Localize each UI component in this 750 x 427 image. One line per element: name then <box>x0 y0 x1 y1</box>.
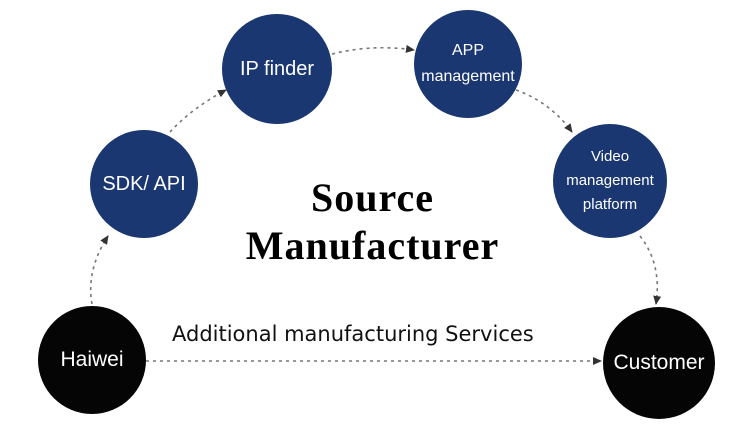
node-sdk-api-label: SDK/ API <box>102 172 186 195</box>
arrow-sdk-to-ip <box>169 89 227 133</box>
node-sdk-api: SDK/ API <box>90 130 198 238</box>
node-app-management-line-1: APP <box>451 42 484 59</box>
node-customer: Customer <box>603 307 715 419</box>
node-ip-finder-label: IP finder <box>239 57 315 80</box>
node-haiwei-label: Haiwei <box>60 348 124 371</box>
diagram-title: Source Manufacturer <box>195 174 550 270</box>
additional-services-label: Additional manufacturing Services <box>172 322 534 346</box>
arrow-app-to-video <box>515 89 573 133</box>
node-ip-finder: IP finder <box>222 14 332 124</box>
arrow-haiwei-to-sdk <box>89 235 109 305</box>
node-app-management: APP management <box>414 10 522 118</box>
node-video-line-3: platform <box>582 196 638 213</box>
node-app-management-line-2: management <box>421 68 515 85</box>
node-video-management-platform: Video management platform <box>553 124 667 238</box>
node-video-line-1: Video <box>590 148 630 165</box>
arrow-video-to-customer <box>639 235 662 305</box>
node-customer-label: Customer <box>613 351 705 374</box>
arrow-ip-to-app <box>331 44 415 55</box>
node-haiwei: Haiwei <box>38 306 146 414</box>
node-video-line-2: management <box>566 172 654 189</box>
title-line-1: Source <box>310 175 435 220</box>
title-line-2: Manufacturer <box>245 223 500 268</box>
